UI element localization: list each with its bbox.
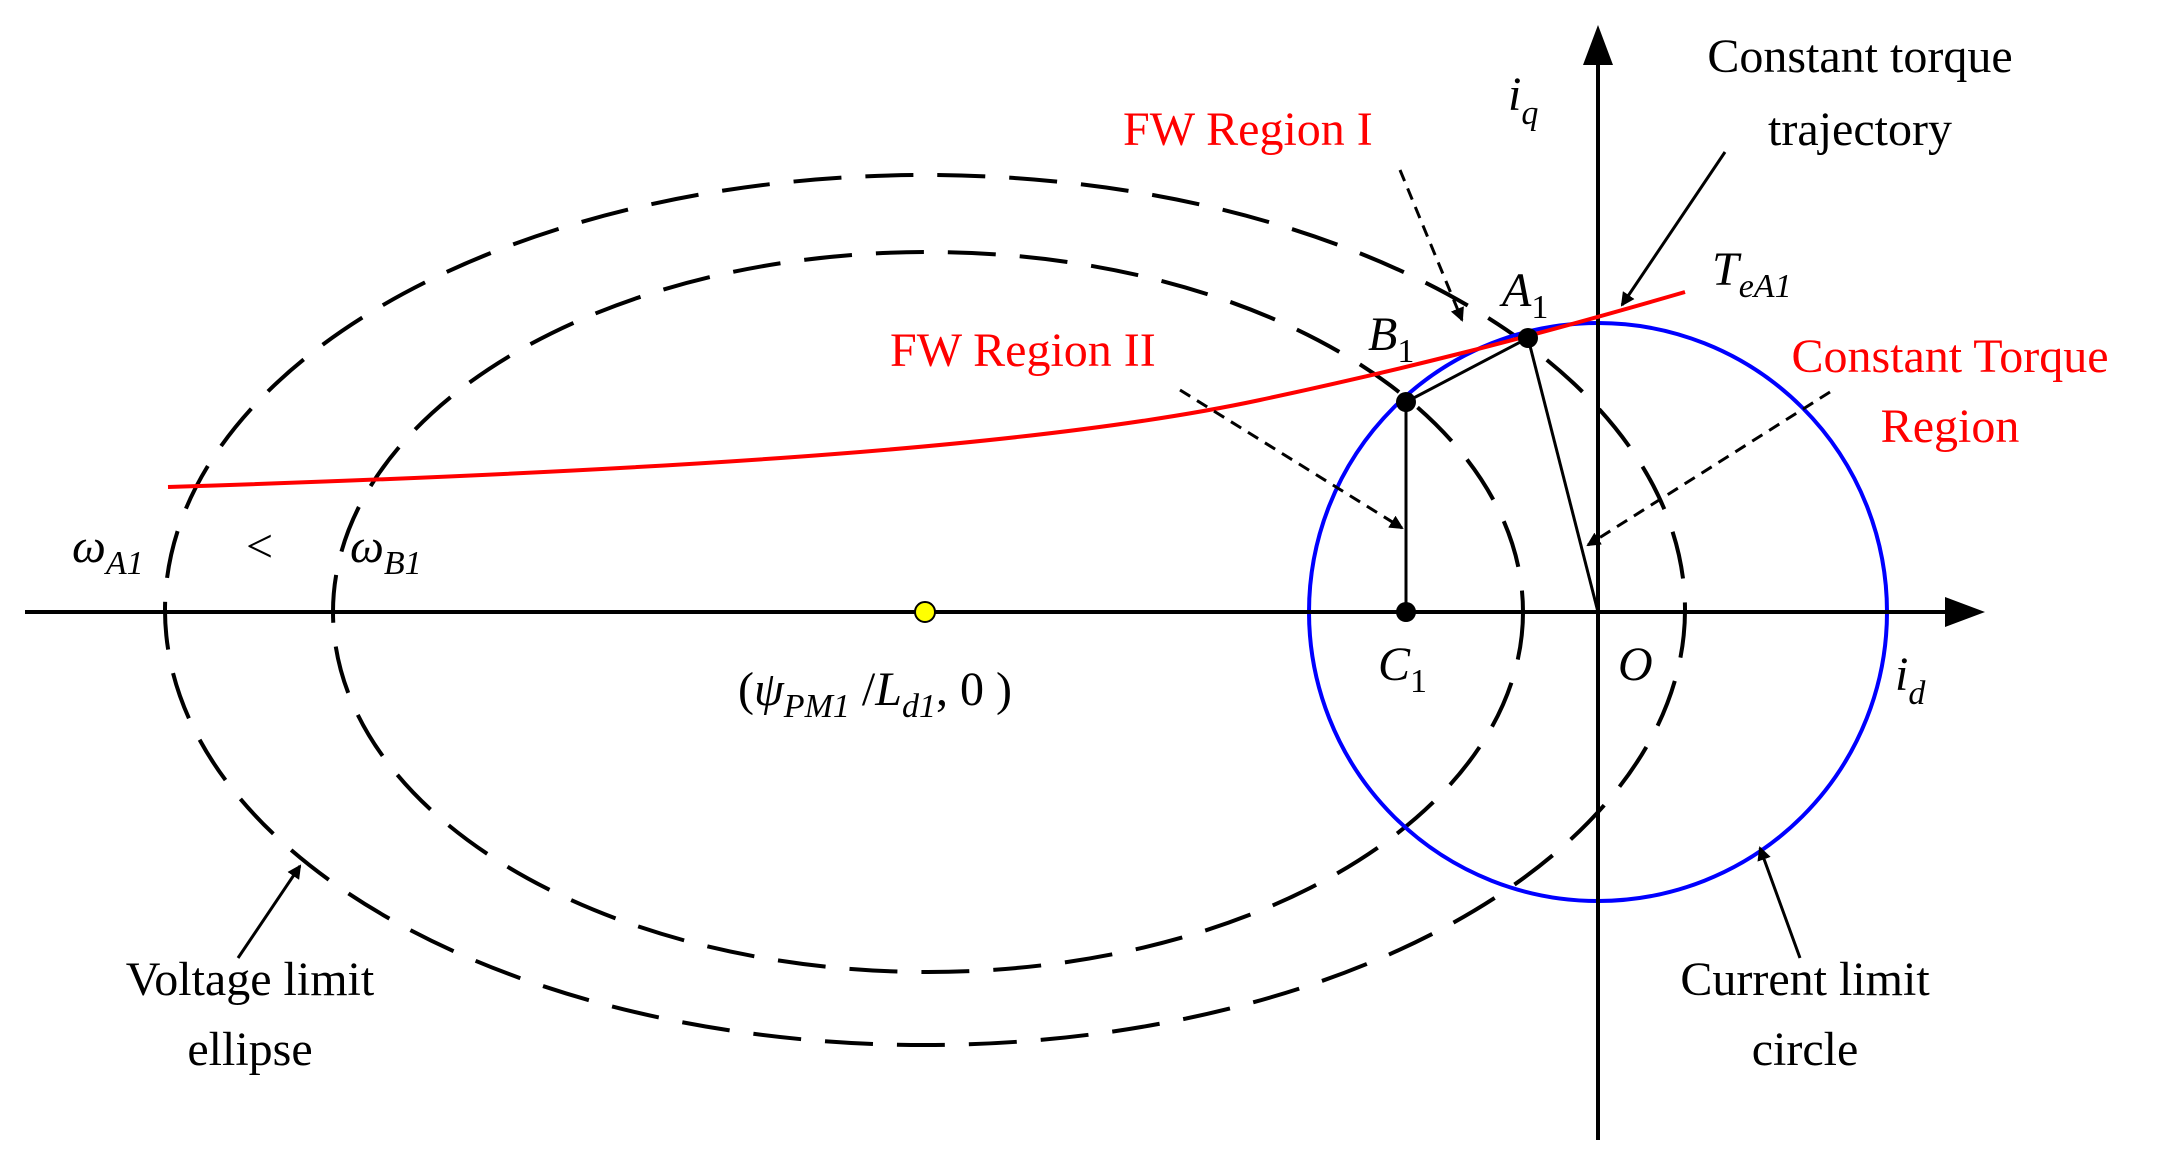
- voltage-limit-arrow: [236, 864, 302, 959]
- current-limit-label-line1: Current limit: [1680, 953, 1930, 1006]
- point-a1: [1518, 328, 1538, 348]
- origin-label: O: [1618, 638, 1653, 691]
- constant-torque-region-arrow: [1586, 390, 1831, 547]
- segment-b1-a1: [1405, 336, 1529, 404]
- torque-te-a1-label: TeA1: [1712, 243, 1792, 305]
- constant-torque-region-label-line1: Constant Torque: [1791, 330, 2108, 383]
- id-axis-label: id: [1895, 648, 1926, 712]
- constant-torque-trajectory-arrow: [1620, 151, 1727, 307]
- current-limit-label-line2: circle: [1752, 1023, 1859, 1076]
- constant-torque-trajectory-label-line1: Constant torque: [1707, 30, 2012, 83]
- point-a1-label: A1: [1499, 264, 1548, 326]
- fw-region-2-label: FW Region II: [890, 324, 1156, 377]
- constant-torque-region-label-line2: Region: [1881, 400, 2020, 453]
- fw-region-2-arrow: [1179, 388, 1404, 530]
- iq-axis-arrowhead: [1583, 25, 1613, 65]
- omega-a1-label: ωA1: [72, 520, 144, 582]
- fw-region-1-arrow: [1398, 169, 1464, 322]
- fw-region-1-label: FW Region I: [1123, 103, 1373, 156]
- point-b1-label: B1: [1368, 308, 1414, 370]
- less-than-symbol: <: [246, 520, 273, 573]
- point-b1: [1396, 392, 1416, 412]
- omega-b1-label: ωB1: [350, 520, 422, 582]
- point-c1: [1396, 602, 1416, 622]
- iq-axis-label: iq: [1508, 68, 1538, 132]
- voltage-limit-label-line2: ellipse: [187, 1023, 312, 1076]
- constant-torque-trajectory: [167, 290, 1686, 489]
- ellipse-center-point: [914, 601, 936, 623]
- constant-torque-trajectory-label-line2: trajectory: [1768, 103, 1952, 156]
- voltage-limit-label-line1: Voltage limit: [126, 953, 375, 1006]
- ellipse-center-label: (ψPM1 /Ld1, 0 ): [738, 663, 1012, 725]
- id-axis-arrowhead: [1945, 597, 1985, 627]
- current-limit-arrow: [1757, 846, 1802, 959]
- point-c1-label: C1: [1378, 638, 1427, 700]
- segment-origin-a1: [1526, 337, 1600, 613]
